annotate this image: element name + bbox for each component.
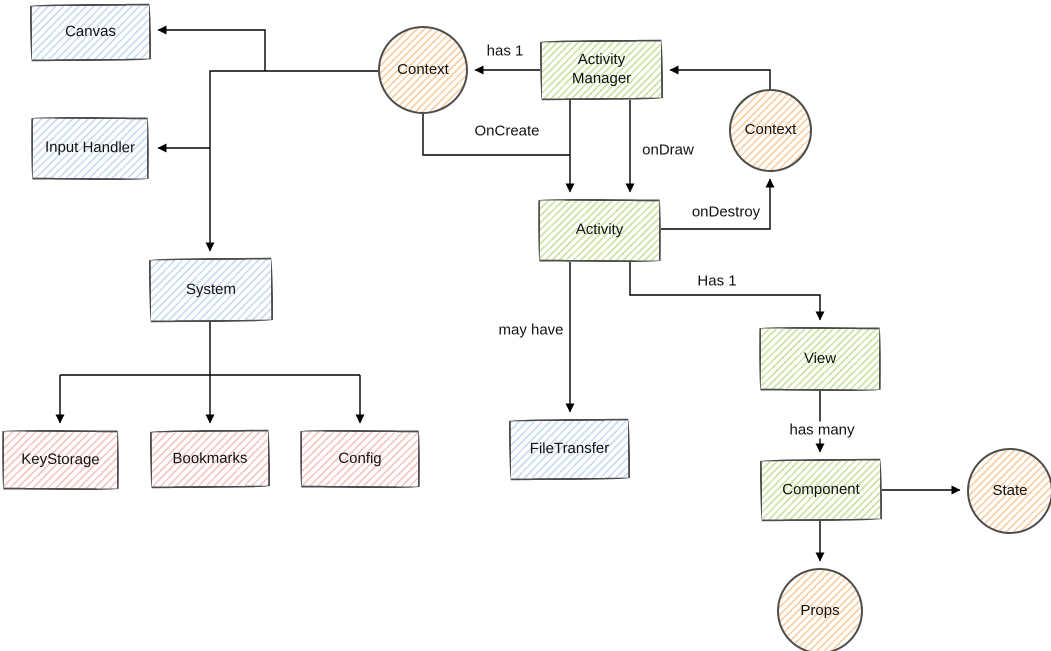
edge-label-may-have: may have	[495, 321, 567, 339]
node-input-handler: Input Handler	[30, 116, 150, 181]
edge-activity-view	[629, 262, 825, 321]
node-bookmarks: Bookmarks	[149, 429, 271, 489]
node-canvas-label: Canvas	[64, 22, 116, 41]
node-state: State	[967, 448, 1051, 534]
node-activity: Activity	[537, 198, 662, 263]
edge-branch-canvas	[157, 25, 266, 71]
node-view: View	[758, 326, 882, 392]
node-bookmarks-label: Bookmarks	[172, 449, 248, 467]
node-props: Props	[777, 568, 863, 651]
node-keystorage: KeyStorage	[1, 429, 120, 491]
node-context-left: Context	[378, 26, 468, 114]
edge-contextleft-trunk	[205, 70, 378, 252]
node-component-label: Component	[782, 480, 860, 498]
edge-label-ondestroy: onDestroy	[688, 203, 764, 221]
node-activity-manager: Activity Manager	[539, 39, 664, 101]
node-filetransfer-label: FileTransfer	[529, 439, 610, 458]
node-config: Config	[299, 429, 421, 489]
edge-contextright-activitymgr	[669, 65, 771, 89]
node-system-label: System	[185, 280, 237, 298]
node-context-left-label: Context	[397, 60, 449, 78]
node-context-right-label: Context	[744, 121, 797, 139]
edge-ondestroy	[661, 178, 775, 230]
edge-oncreate	[422, 114, 570, 156]
node-keystorage-label: KeyStorage	[21, 450, 100, 468]
edge-label-oncreate: OnCreate	[471, 122, 543, 140]
node-input-handler-label: Input Handler	[44, 138, 136, 157]
node-system: System	[148, 257, 274, 323]
node-activity-label: Activity	[575, 220, 624, 239]
node-state-label: State	[992, 481, 1028, 499]
node-filetransfer: FileTransfer	[508, 418, 631, 481]
node-activity-manager-label: Activity Manager	[571, 51, 632, 88]
node-view-label: View	[803, 349, 837, 367]
node-component: Component	[759, 458, 883, 522]
node-config-label: Config	[338, 449, 382, 467]
edge-label-has-1-view: Has 1	[694, 272, 740, 290]
edge-label-has-1-top: has 1	[483, 42, 527, 60]
node-props-label: Props	[800, 601, 840, 619]
edge-label-has-many: has many	[786, 421, 858, 439]
node-context-right: Context	[729, 89, 812, 172]
node-canvas: Canvas	[29, 3, 152, 62]
edge-label-ondraw: onDraw	[639, 141, 697, 159]
